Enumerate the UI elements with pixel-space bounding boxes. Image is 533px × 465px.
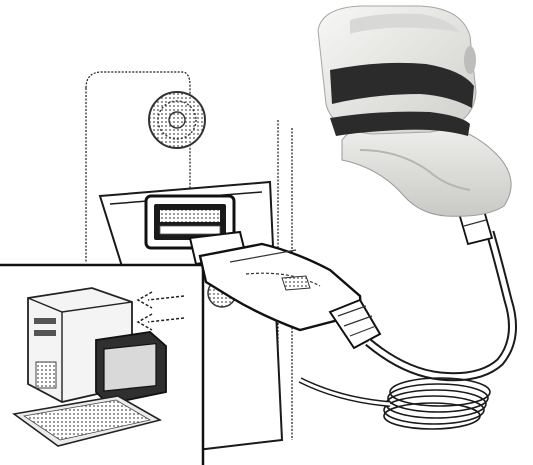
fan-grille (149, 92, 205, 148)
scanner-icon (318, 6, 511, 216)
computer-icon (0, 265, 203, 465)
